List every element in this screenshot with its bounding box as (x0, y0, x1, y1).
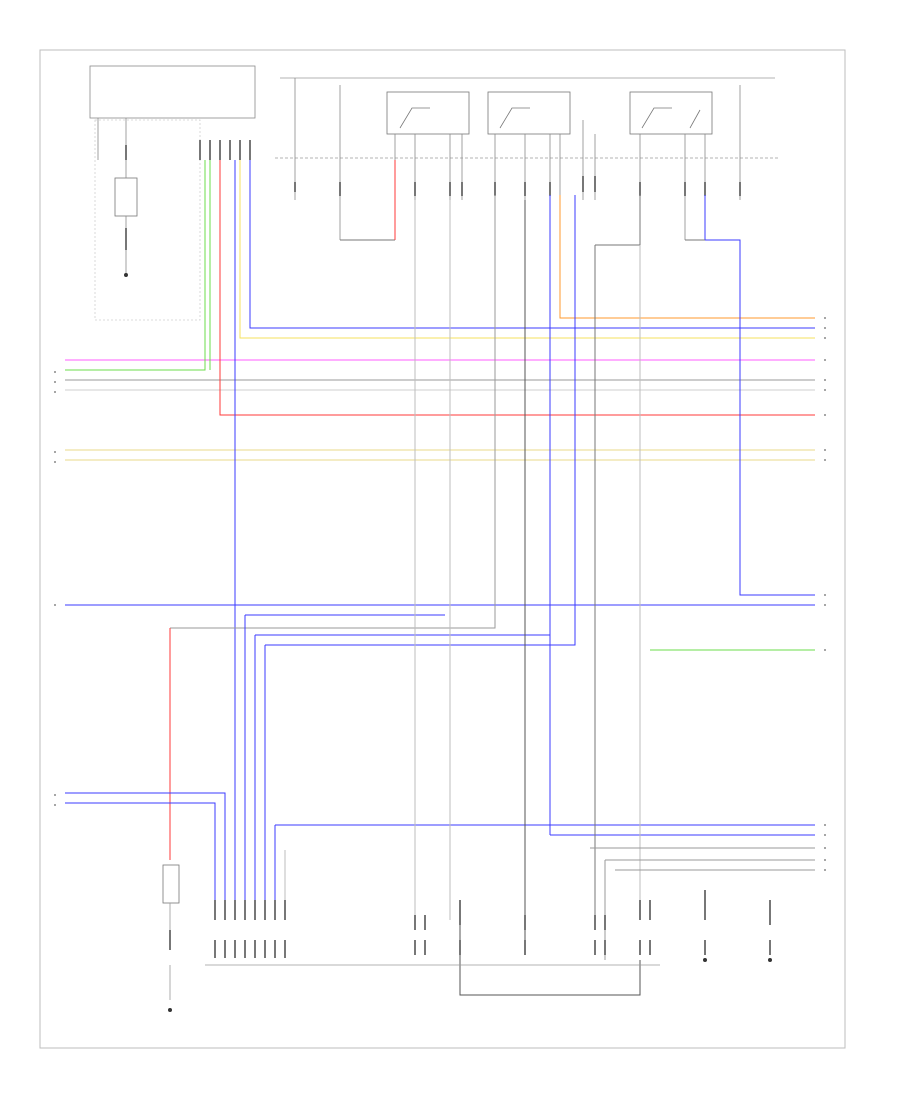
wire-yellow-top (239, 160, 815, 339)
relay-box-1 (386, 91, 470, 135)
ground-icon (124, 273, 128, 277)
wire-blue-bl2 (65, 802, 216, 900)
relay-box-3 (629, 91, 713, 135)
wire-blue-v4 (265, 195, 576, 646)
relay-boxes (386, 91, 713, 135)
ground-icon (768, 958, 772, 962)
ground-symbols (124, 273, 772, 1012)
ground-icon (703, 958, 707, 962)
wire-green-left (65, 160, 206, 371)
wire-blue-top (249, 160, 815, 329)
wire-gray-v (170, 195, 496, 629)
ground-icon (168, 1008, 172, 1012)
top-leads (294, 78, 741, 240)
diagram-frame (39, 49, 846, 1049)
wire-blue-right (704, 195, 815, 596)
bottom-bus (162, 864, 660, 1000)
relay-box-2 (487, 91, 571, 135)
wire-blue-bl1 (65, 792, 226, 900)
connector-pins (125, 140, 741, 250)
wire-orange (559, 195, 815, 319)
terminal-markers (54, 317, 826, 871)
top-left-module (89, 65, 256, 321)
wires (65, 160, 815, 996)
bottom-connector (169, 890, 771, 958)
top-bus (275, 77, 780, 159)
wire-red-top (219, 160, 815, 416)
